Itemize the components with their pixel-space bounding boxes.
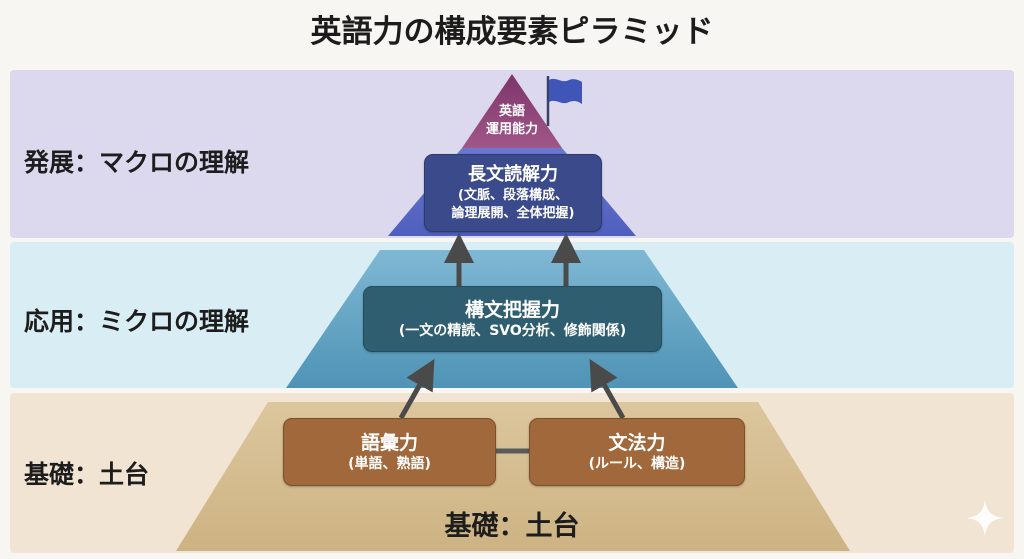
syntax-title: 構文把握力 bbox=[464, 298, 560, 321]
vocabulary-title: 語彙力 bbox=[360, 431, 418, 454]
level-label-macro: 発展：マクロの理解 bbox=[24, 148, 250, 177]
syntax-box: 構文把握力 (一文の精読、SVO分析、修飾関係) bbox=[363, 286, 662, 352]
level-label-foundation: 基礎：土台 bbox=[24, 460, 150, 489]
peak-line2: 運用能力 bbox=[485, 122, 538, 137]
peak-line1: 英語 bbox=[498, 104, 525, 119]
base-caption: 基礎：土台 bbox=[444, 511, 580, 542]
pyramid-peak bbox=[462, 74, 562, 148]
long-reading-title: 長文読解力 bbox=[468, 164, 558, 185]
page-title: 英語力の構成要素ピラミッド bbox=[310, 14, 714, 50]
arrow-up-icon bbox=[589, 358, 626, 420]
vocabulary-detail: (単語、熟語) bbox=[348, 455, 431, 472]
long-reading-detail-2: 論理展開、全体把握) bbox=[451, 206, 575, 221]
grammar-title: 文法力 bbox=[608, 431, 666, 454]
sparkle-icon bbox=[967, 500, 1003, 536]
vocabulary-box: 語彙力 (単語、熟語) bbox=[283, 418, 496, 486]
grammar-detail: (ルール、構造) bbox=[588, 455, 686, 472]
level-label-micro: 応用：ミクロの理解 bbox=[24, 307, 250, 336]
peak-label: 英語 運用能力 bbox=[464, 103, 560, 139]
long-reading-detail-1: (文脈、段落構成、 bbox=[458, 188, 568, 203]
syntax-detail: (一文の精読、SVO分析、修飾関係) bbox=[398, 322, 627, 339]
grammar-box: 文法力 (ルール、構造) bbox=[529, 418, 745, 486]
flag-icon bbox=[546, 76, 582, 126]
arrow-up-icon bbox=[398, 358, 435, 420]
long-reading-box: 長文読解力 (文脈、段落構成、 論理展開、全体把握) bbox=[424, 154, 602, 232]
